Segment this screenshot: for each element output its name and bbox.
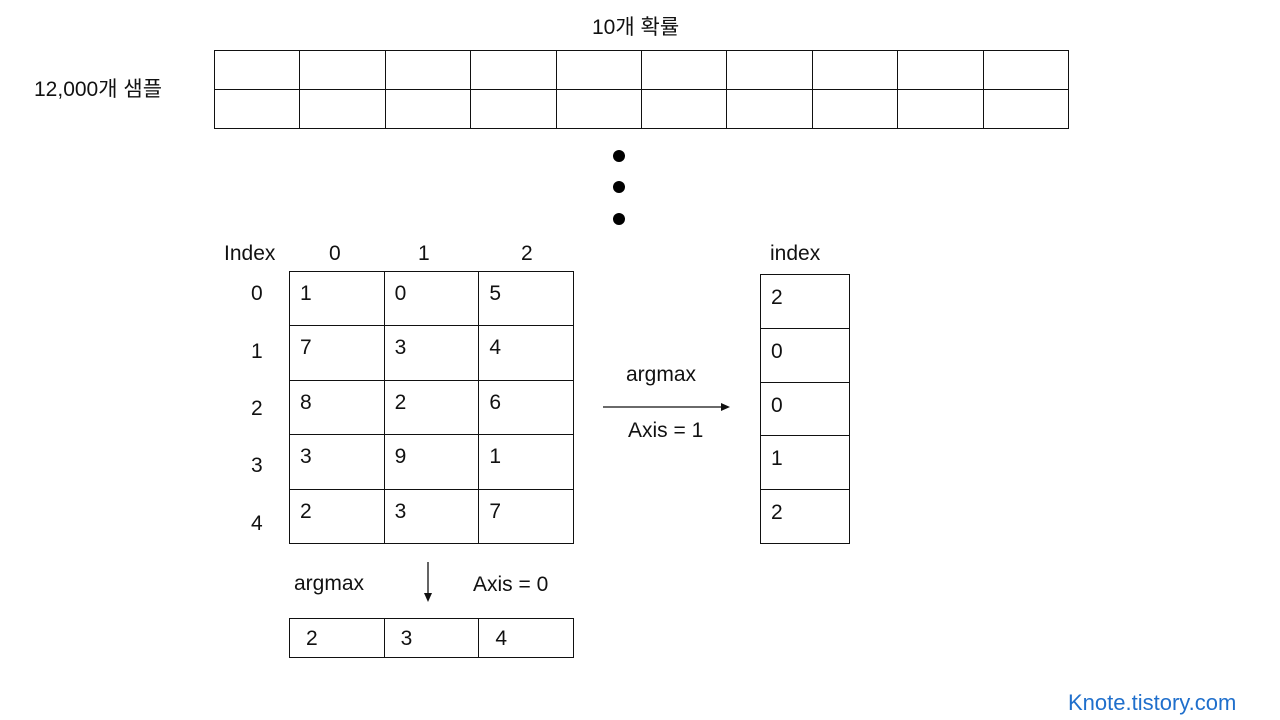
matrix-cell: 4 [479,326,574,381]
probability-grid [214,50,1069,129]
matrix-cell: 2 [290,489,385,544]
grid-cell [385,90,472,129]
grid-cell [471,51,557,90]
result-cell: 3 [384,619,480,658]
grid-cell [556,90,642,129]
matrix-cell: 1 [290,272,385,327]
col-header: 0 [329,242,341,265]
row-header: 3 [251,454,263,477]
grid-cell [300,90,386,129]
samples-label: 12,000개 샘플 [34,78,163,101]
matrix-cell: 5 [479,272,574,327]
result-cell: 2 [761,275,850,329]
grid-cell [556,51,642,90]
grid-cell [642,51,728,90]
down-arrow-icon [424,562,432,602]
matrix-cell: 3 [384,326,480,381]
input-matrix: 1 0 5 7 3 4 8 2 6 3 9 1 2 3 7 [289,271,574,544]
probabilities-label: 10개 확률 [592,16,680,39]
matrix-cell: 0 [384,272,480,327]
index-header: Index [224,242,276,265]
matrix-cell: 9 [384,435,480,490]
matrix-cell: 7 [290,326,385,381]
matrix-cell: 2 [384,380,480,436]
axis0-label: Axis = 0 [473,573,549,596]
grid-cell [215,51,301,90]
result-cell: 2 [761,490,850,544]
row-header: 4 [251,512,263,535]
result-cell: 2 [290,619,385,658]
grid-cell [898,51,984,90]
axis1-label: Axis = 1 [628,419,704,442]
ellipsis-dot [613,213,625,225]
axis0-result-row: 2 3 4 [289,618,574,658]
matrix-cell: 6 [479,380,574,436]
row-header: 0 [251,282,263,305]
grid-cell [471,90,557,129]
matrix-cell: 1 [479,435,574,490]
matrix-cell: 3 [290,435,385,490]
result-index-header: index [770,242,821,265]
grid-cell [983,51,1069,90]
grid-cell [727,90,813,129]
grid-cell [215,90,301,129]
matrix-cell: 8 [290,380,385,436]
grid-cell [812,51,899,90]
grid-cell [385,51,472,90]
grid-cell [898,90,984,129]
col-header: 2 [521,242,533,265]
result-cell: 0 [761,382,850,437]
result-cell: 0 [761,328,850,383]
argmax-axis0-label: argmax [294,572,365,595]
matrix-cell: 7 [479,489,574,544]
matrix-cell: 3 [384,489,480,544]
row-header: 2 [251,397,263,420]
grid-cell [812,90,899,129]
ellipsis-dot [613,181,625,193]
row-header: 1 [251,340,263,363]
grid-cell [727,51,813,90]
result-cell: 4 [479,619,574,658]
axis1-result-column: 2 0 0 1 2 [760,274,850,544]
right-arrow-icon [603,403,730,411]
grid-cell [300,51,386,90]
col-header: 1 [418,242,430,265]
result-cell: 1 [761,436,850,491]
watermark: Knote.tistory.com [1068,690,1237,715]
ellipsis-dot [613,150,625,162]
argmax-axis1-label: argmax [626,363,697,386]
grid-cell [642,90,728,129]
grid-cell [983,90,1069,129]
